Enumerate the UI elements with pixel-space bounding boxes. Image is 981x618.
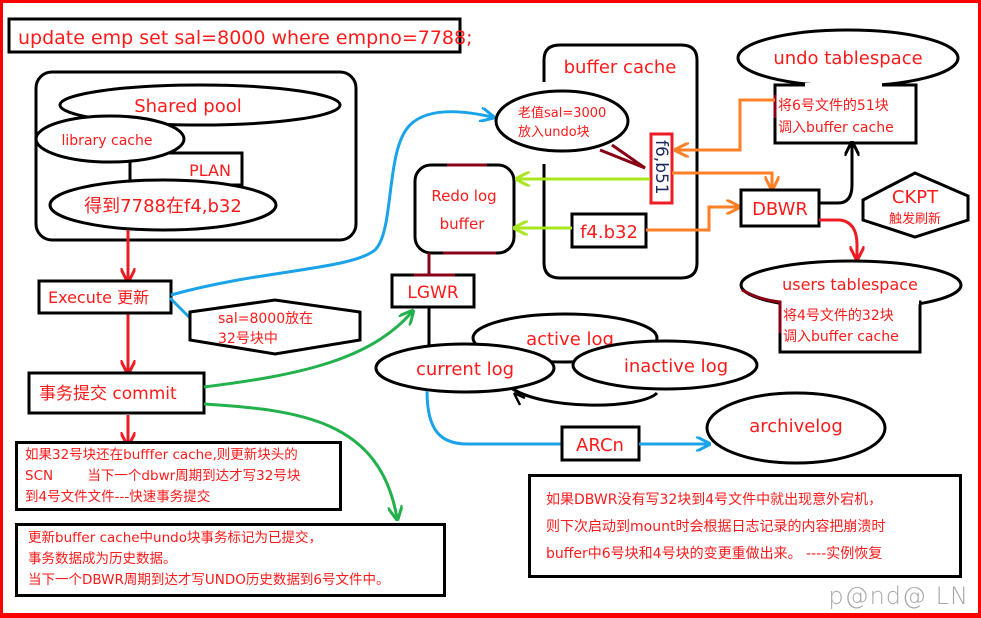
arrow-commit-to-undo-note [203,402,397,518]
users-tablespace-note-line2: 调入buffer cache [783,329,899,345]
plan-label: PLAN [189,161,231,180]
users-tablespace-note-line1: 将4号文件的32块 [783,308,894,324]
block-f4-b32: f4.b32 [570,212,648,249]
inactive-log-label: inactive log [624,356,728,377]
instance-recovery-note: 如果DBWR没有写32块到4号文件中就出现意外宕机， 则下次启动到mount时会… [528,474,962,578]
execute-box: Execute 更新 [37,279,173,315]
shared-pool-container: Shared pool PLAN library cache 得到7788在f4… [34,70,358,242]
ckpt-note: 触发刷新 [889,211,941,227]
library-cache-label: library cache [62,133,153,149]
redo-log-buffer: Redo log buffer [413,163,516,255]
active-log-label: active log [526,329,614,350]
ckpt-hexagon: CKPT 触发刷新 [861,171,970,239]
watermark: p@nd@ LN [828,582,969,610]
undo-tablespace: undo tablespace 将6号文件的51块 调入buffer cache [736,28,960,145]
redo-log-buffer-line1: Redo log [431,187,496,205]
arrow-f6-to-dbwr [672,171,772,188]
execute-note-line2: 32号块中 [218,331,278,347]
undo-tablespace-note-line1: 将6号文件的51块 [778,98,889,114]
archivelog-ellipse: archivelog [705,391,887,465]
undo-tablespace-note-line2: 调入buffer cache [778,120,894,136]
commit-label: 事务提交 commit [39,384,177,404]
library-cache-ellipse [34,114,186,164]
parse-result-ellipse [48,178,278,232]
lgwr-label: LGWR [407,283,458,303]
arrow-undo-ts-to-f6 [677,98,775,150]
ckpt-label: CKPT [892,187,939,208]
commit-box: 事务提交 commit [27,371,206,415]
arrow-execute-to-undo [170,112,492,297]
redo-log-buffer-line2: buffer [440,215,486,233]
execute-note-hexagon: sal=8000放在 32号块中 [188,298,362,356]
block-f4-label: f4.b32 [580,222,638,243]
arcn-box: ARCn [560,425,641,462]
inactive-log-ellipse [571,339,759,391]
fast-commit-note: 如果32号块还在bufffer cache,则更新块头的 SCN 当下一个dbw… [15,441,342,511]
lgwr-box: LGWR [390,273,476,309]
execute-note-line1: sal=8000放在 [218,311,313,327]
online-redo-logs: active log inactive log current log [374,312,759,407]
archivelog-label: archivelog [749,416,843,437]
arrow-commit-to-lgwr [203,312,412,389]
dbwr-label: DBWR [752,199,808,220]
arcn-label: ARCn [576,435,624,456]
undo-callout-line2: 放入undo块 [518,125,590,140]
undo-callout-line1: 老值sal=3000 [518,105,606,121]
sql-statement-box: update emp set sal=8000 where empno=7788… [7,17,473,54]
users-tablespace-label: users tablespace [782,275,918,294]
parse-result-label: 得到7788在f4,b32 [84,196,242,217]
users-tablespace: users tablespace 将4号文件的32块 调入buffer cach… [739,259,963,354]
current-log-ellipse [374,342,556,394]
shared-pool-ellipse [58,83,342,127]
execute-label: Execute 更新 [48,288,149,307]
undo-tablespace-label: undo tablespace [773,48,922,69]
arrow-dbwr-to-undo-ts [819,144,852,205]
buffer-cache-label: buffer cache [564,57,677,78]
sql-statement: update emp set sal=8000 where empno=7788… [18,27,473,49]
current-log-label: current log [416,359,514,380]
undo-callout: 老值sal=3000 放入undo块 [494,89,646,170]
arrow-current-to-arcn [425,390,563,446]
block-f6-b51: f6,b51 [649,132,674,205]
arrow-dbwr-to-users-ts [819,218,857,258]
arrow-f4-to-dbwr [646,207,738,232]
shared-pool-label: Shared pool [134,96,242,117]
block-f6-label: f6,b51 [651,140,671,195]
dbwr-box: DBWR [739,188,821,228]
undo-commit-note: 更新buffer cache中undo块事务标记为已提交， 事务数据成为历史数据… [15,523,446,597]
